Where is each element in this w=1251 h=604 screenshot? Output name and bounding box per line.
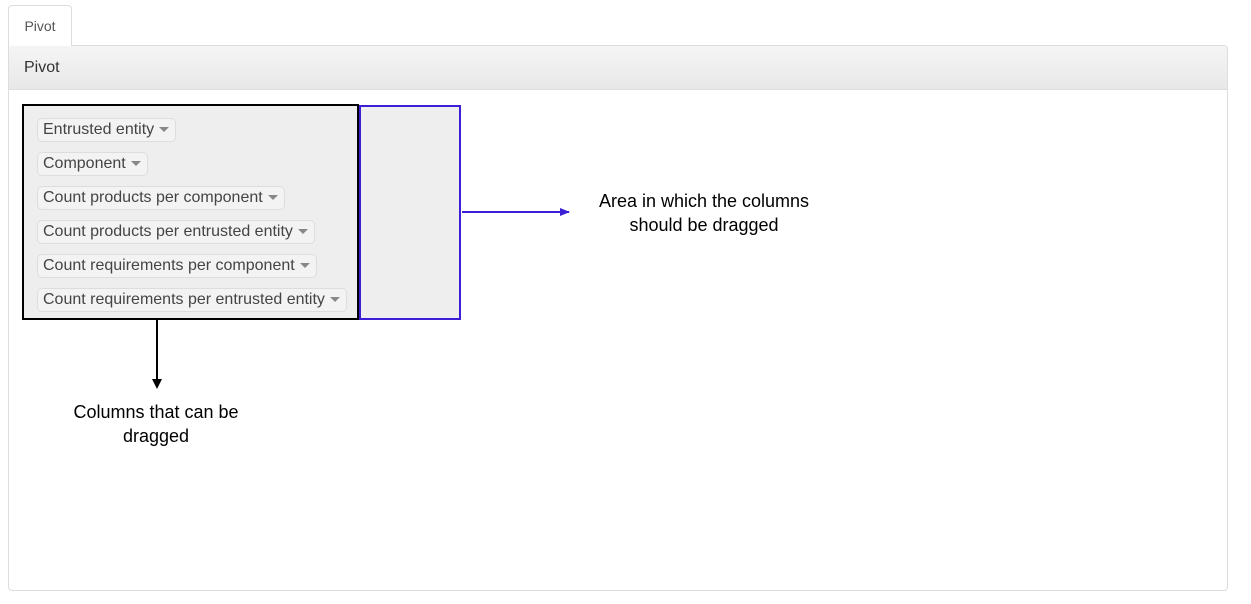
attribute-label: Entrusted entity (43, 121, 155, 138)
caret-down-icon[interactable] (130, 161, 141, 167)
caret-down-icon[interactable] (297, 229, 308, 235)
attribute-pill-entrusted-entity[interactable]: Entrusted entity (37, 118, 177, 142)
panel-heading: Pivot (9, 46, 1227, 90)
caret-down-icon[interactable] (159, 127, 170, 133)
attribute-pill-component[interactable]: Component (37, 152, 148, 176)
attribute-pill-count-requirements-per-entrusted-entity[interactable]: Count requirements per entrusted entity (37, 288, 347, 312)
panel-title: Pivot (24, 59, 60, 76)
drop-area-annotation-line2: should be dragged (629, 215, 779, 235)
caret-down-icon[interactable] (267, 195, 278, 201)
tab-pivot-label: Pivot (24, 18, 56, 34)
attribute-label: Count requirements per entrusted entity (43, 291, 325, 308)
attribute-pill-count-requirements-per-component[interactable]: Count requirements per component (37, 254, 317, 278)
attribute-label: Count products per component (43, 189, 263, 206)
columns-annotation-line2: dragged (122, 426, 190, 446)
attribute-label: Count requirements per component (43, 257, 295, 274)
attribute-label: Component (43, 155, 126, 172)
caret-down-icon[interactable] (329, 297, 340, 303)
drop-area-annotation: Area in which the columns should be drag… (574, 189, 834, 237)
attribute-pill-count-products-per-entrusted-entity[interactable]: Count products per entrusted entity (37, 220, 315, 244)
unused-attributes-area: Entrusted entity Component Count product… (22, 104, 359, 320)
columns-annotation: Columns that can be dragged (46, 400, 266, 448)
attribute-pill-count-products-per-component[interactable]: Count products per component (37, 186, 285, 210)
drop-area-annotation-line1: Area in which the columns (598, 191, 810, 211)
column-drop-area[interactable] (359, 105, 461, 320)
caret-down-icon[interactable] (299, 263, 310, 269)
tab-pivot[interactable]: Pivot (8, 5, 72, 46)
columns-annotation-line1: Columns that can be (73, 402, 239, 422)
attribute-label: Count products per entrusted entity (43, 223, 293, 240)
